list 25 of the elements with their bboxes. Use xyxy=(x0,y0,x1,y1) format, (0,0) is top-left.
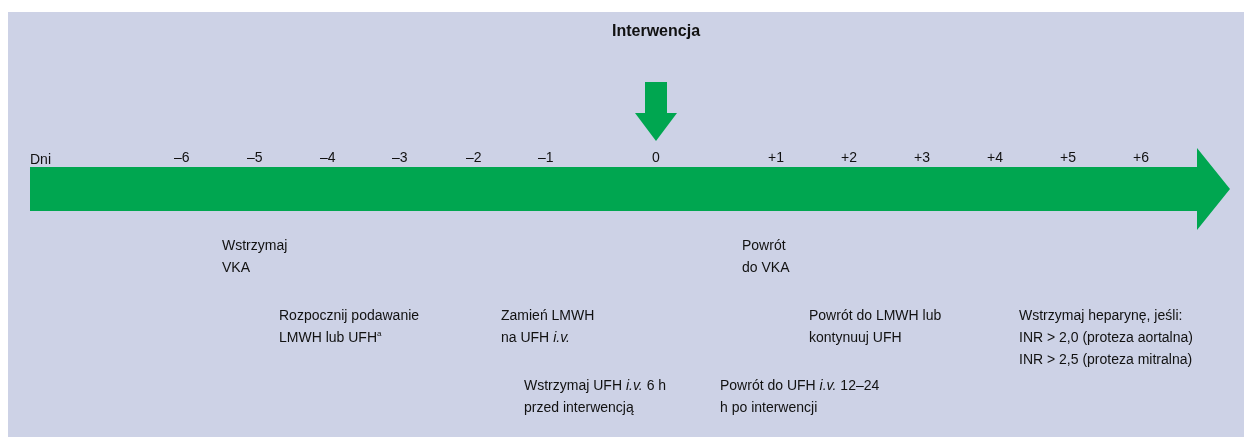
step-note: INR > 2,5 (proteza mitralna) xyxy=(1019,350,1193,369)
step-note: Wstrzymaj VKA xyxy=(222,236,289,277)
tick-label: +4 xyxy=(987,148,1003,167)
step-note: Powrót do VKA xyxy=(742,236,791,277)
step-note: Zamień LMWH na UFH i.v. xyxy=(501,306,596,347)
tick-label: +6 xyxy=(1133,148,1149,167)
tick-label: –2 xyxy=(466,148,482,167)
tick-label: –6 xyxy=(174,148,190,167)
step-note: Wstrzymaj heparynę, jeśli: xyxy=(1019,306,1183,325)
step-note: Rozpocznij podawanie LMWH lub UFH$^{a}$ xyxy=(279,306,421,347)
axis-label: Dni xyxy=(30,150,51,169)
step-note: Powrót do LMWH lub kontynuuj UFH xyxy=(809,306,943,347)
tick-label: –1 xyxy=(538,148,554,167)
tick-label: –3 xyxy=(392,148,408,167)
tick-label: 0 xyxy=(652,148,660,167)
tick-label: +1 xyxy=(768,148,784,167)
tick-label: –5 xyxy=(247,148,263,167)
step-note: Wstrzymaj UFH i.v. 6 h przed interwencją xyxy=(524,376,668,417)
step-note: INR > 2,0 (proteza aortalna) xyxy=(1019,328,1193,347)
step-note: Powrót do UFH i.v. 12–24 h po interwencji xyxy=(720,376,880,417)
heading: Interwencja xyxy=(612,21,701,41)
tick-label: +2 xyxy=(841,148,857,167)
tick-label: –4 xyxy=(320,148,336,167)
tick-label: +3 xyxy=(914,148,930,167)
tick-label: +5 xyxy=(1060,148,1076,167)
